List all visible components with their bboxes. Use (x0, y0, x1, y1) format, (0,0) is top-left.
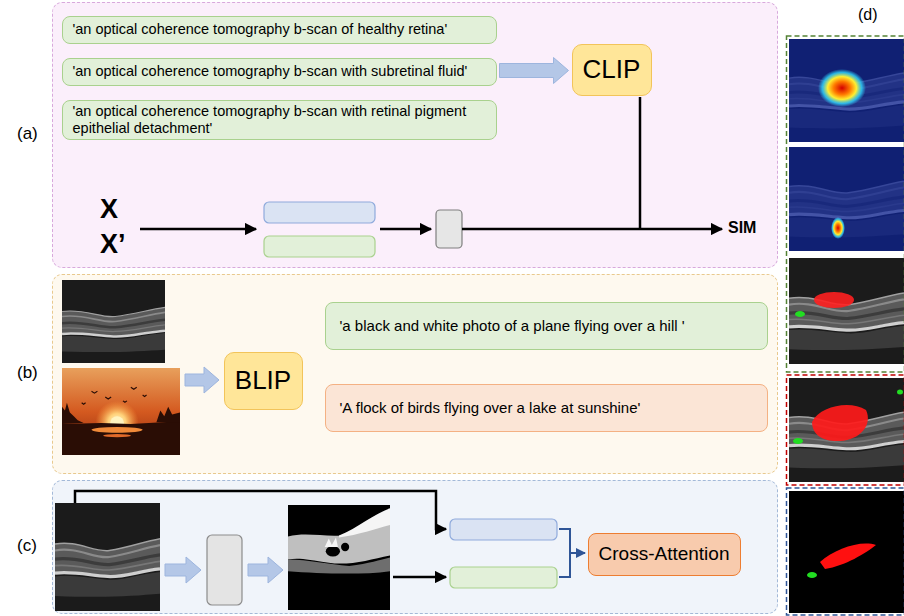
node-text: 'a black and white photo of a plane flyi… (340, 317, 685, 335)
segmenter-block (207, 535, 242, 605)
ped-mask (795, 311, 805, 317)
block-arrow (500, 58, 569, 84)
feature-bar (264, 202, 375, 223)
input-arrow (140, 228, 256, 231)
oct-image (789, 147, 904, 251)
panel-label: (c) (17, 536, 37, 556)
feature-bar (450, 567, 557, 588)
bracket (559, 529, 570, 577)
panel: (c)Cross-Attention (52, 480, 778, 614)
dashed-frame (787, 36, 904, 372)
encoder-block (436, 210, 462, 248)
ground-truth-mask (789, 491, 904, 613)
node-text: 'A flock of birds flying over a lake at … (340, 399, 641, 417)
feature-bar (264, 236, 375, 257)
block-arrow (248, 557, 283, 583)
heatmap-tint (789, 39, 904, 142)
node-text: Cross-Attention (599, 543, 730, 566)
caption-box: 'A flock of birds flying over a lake at … (325, 384, 768, 432)
block-arrow (165, 557, 201, 583)
node-text: 'an optical coherence tomography b-scan … (73, 21, 448, 38)
oct-image (55, 503, 160, 611)
model-box: CLIP (572, 44, 652, 96)
node-text: 'an optical coherence tomography b-scan … (73, 103, 486, 138)
output-label: SIM (728, 219, 756, 237)
node-text: BLIP (235, 365, 291, 396)
node-text: CLIP (583, 54, 641, 85)
fluid-mask (812, 405, 868, 441)
bracket-arrow (570, 552, 585, 554)
panel-label: (d) (858, 6, 878, 24)
dashed-frame (787, 375, 904, 485)
ped-mask (807, 572, 817, 578)
ped-mask (897, 390, 903, 395)
model-box: BLIP (224, 352, 303, 410)
feature-bar (450, 519, 557, 540)
segmentation-map (288, 505, 390, 610)
heatmap-tint (789, 147, 904, 251)
oct-image (62, 280, 165, 363)
heatmap-blob (818, 69, 866, 107)
input-symbol: X (100, 194, 118, 225)
dashed-frame (787, 488, 904, 615)
input-symbol: X’ (100, 229, 126, 260)
prompt-box: 'an optical coherence tomography b-scan … (62, 58, 497, 86)
panel-label: (d) (858, 6, 878, 24)
flow-arrow (380, 228, 431, 231)
input-symbol: X’ (100, 229, 126, 260)
attention-box: Cross-Attention (588, 533, 741, 576)
sunset-photo (62, 368, 180, 455)
oct-image (789, 258, 904, 364)
fluid-mask (814, 292, 854, 308)
oct-image (789, 39, 904, 142)
prompt-box: 'an optical coherence tomography b-scan … (62, 16, 497, 44)
node-text: 'an optical coherence tomography b-scan … (73, 63, 468, 80)
prompt-box: 'an optical coherence tomography b-scan … (62, 100, 497, 141)
panel-label: (b) (17, 363, 38, 383)
ped-mask (793, 438, 803, 444)
clip-output-line (639, 97, 642, 229)
fluid-mask (820, 544, 876, 569)
skip-arrow (75, 491, 446, 529)
block-arrow (185, 367, 219, 393)
oct-image (789, 378, 904, 482)
output-label: SIM (728, 219, 756, 237)
similarity-arrow (462, 228, 722, 231)
flow-arrow (393, 576, 446, 579)
input-symbol: X (100, 194, 118, 225)
heatmap-blob (831, 217, 845, 239)
panel-label: (a) (17, 124, 38, 144)
caption-box: 'a black and white photo of a plane flyi… (325, 302, 768, 350)
